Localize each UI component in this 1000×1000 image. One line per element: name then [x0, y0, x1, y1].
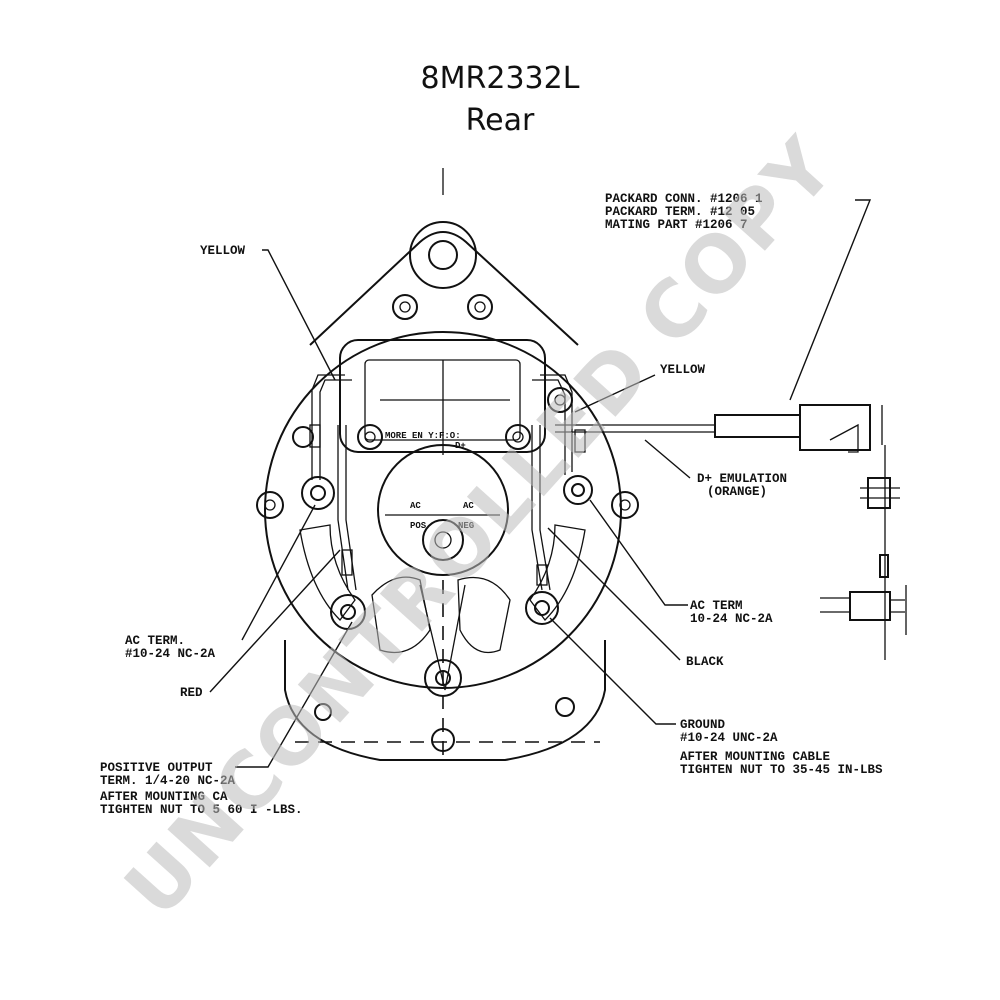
label-yellow-left: YELLOW — [200, 244, 246, 258]
label-orange: (ORANGE) — [707, 485, 767, 499]
label-ac-term-right-spec: 10-24 NC-2A — [690, 612, 773, 626]
bolt-holes — [256, 294, 639, 519]
pos-mark: POS — [410, 521, 427, 531]
label-black: BLACK — [686, 655, 724, 669]
label-ground-note-1: AFTER MOUNTING CABLE — [680, 750, 830, 764]
ac-left-mark: AC — [410, 501, 421, 511]
label-ac-term-left: AC TERM. — [125, 634, 185, 648]
label-positive-output-note-1: AFTER MOUNTING CA — [100, 790, 228, 804]
label-ground-note-2: TIGHTEN NUT TO 35-45 IN-LBS — [680, 763, 883, 777]
label-d-plus-emulation: D+ EMULATION — [697, 472, 787, 486]
alternator-body: MORE EN Y:F:O: D+ AC AC POS NEG — [256, 168, 715, 761]
label-positive-output-spec: TERM. 1/4-20 NC-2A — [100, 774, 236, 788]
d-plus-mark: D+ — [455, 441, 466, 451]
packard-connector — [714, 404, 907, 660]
view-subtitle: Rear — [466, 103, 535, 138]
label-ground: GROUND — [680, 718, 726, 732]
regulator-text: MORE EN Y:F:O: — [385, 431, 461, 441]
label-yellow-right: YELLOW — [660, 363, 706, 377]
neg-mark: NEG — [458, 521, 474, 531]
label-ac-term-right: AC TERM — [690, 599, 743, 613]
label-ground-spec: #10-24 UNC-2A — [680, 731, 778, 745]
label-packard-conn: PACKARD CONN. #1206 1 — [605, 192, 763, 206]
label-red: RED — [180, 686, 203, 700]
leader-lines — [209, 199, 872, 768]
label-positive-output: POSITIVE OUTPUT — [100, 761, 213, 775]
wiring-harness — [309, 374, 715, 591]
part-number-title: 8MR2332L — [421, 61, 580, 96]
label-mating-part: MATING PART #1206 7 — [605, 218, 748, 232]
label-ac-term-left-spec: #10-24 NC-2A — [125, 647, 216, 661]
ac-right-mark: AC — [463, 501, 474, 511]
label-packard-term: PACKARD TERM. #12 05 — [605, 205, 755, 219]
label-positive-output-note-2: TIGHTEN NUT TO 5 60 I -LBS. — [100, 803, 303, 817]
